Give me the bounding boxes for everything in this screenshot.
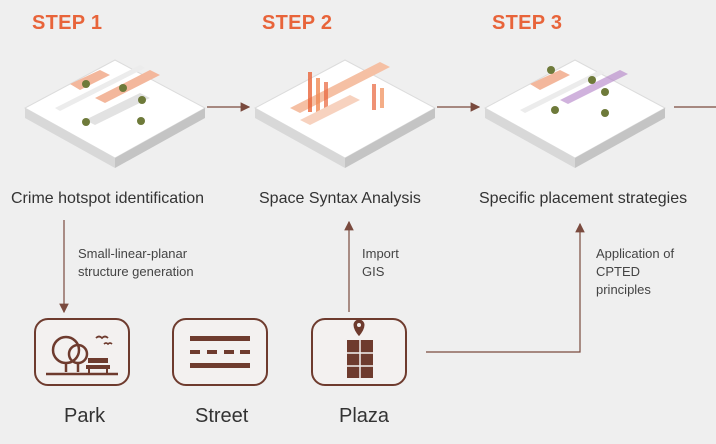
location-pin-icon bbox=[82, 80, 90, 88]
location-pin-icon bbox=[82, 118, 90, 126]
step-2-title: STEP 2 bbox=[262, 12, 333, 34]
step-1-caption: Crime hotspot identification bbox=[11, 190, 204, 207]
plaza-label: Plaza bbox=[339, 405, 390, 427]
location-pin-icon bbox=[588, 76, 596, 84]
step-3-caption: Specific placement strategies bbox=[479, 190, 688, 207]
street-label: Street bbox=[195, 405, 249, 427]
park-icon-box bbox=[34, 318, 130, 386]
import-gis-note: Import GIS bbox=[362, 246, 399, 279]
location-pin-icon bbox=[138, 96, 146, 104]
map-tile-step1 bbox=[23, 59, 207, 168]
location-pin-icon bbox=[601, 109, 609, 117]
location-pin-icon bbox=[551, 106, 559, 114]
arrow-plaza-to-placement bbox=[426, 222, 585, 353]
step-3-title: STEP 3 bbox=[492, 12, 563, 34]
step-1-title: STEP 1 bbox=[32, 12, 103, 34]
cpted-note: Application of CPTED principles bbox=[596, 246, 675, 297]
step-2-caption: Space Syntax Analysis bbox=[259, 190, 421, 207]
location-pin-icon bbox=[119, 84, 127, 92]
structure-generation-note: Small-linear-planar structure generation bbox=[78, 246, 194, 279]
location-pin-icon bbox=[137, 117, 145, 125]
plaza-icon bbox=[347, 320, 373, 378]
map-tile-step2 bbox=[253, 59, 437, 168]
street-icon-box bbox=[172, 318, 268, 386]
location-pin-icon bbox=[547, 66, 555, 74]
map-tile-step3 bbox=[483, 59, 667, 168]
park-label: Park bbox=[64, 405, 106, 427]
park-icon bbox=[46, 335, 118, 376]
street-icon bbox=[190, 336, 250, 368]
location-pin-icon bbox=[601, 88, 609, 96]
plaza-icon-box bbox=[311, 318, 407, 386]
